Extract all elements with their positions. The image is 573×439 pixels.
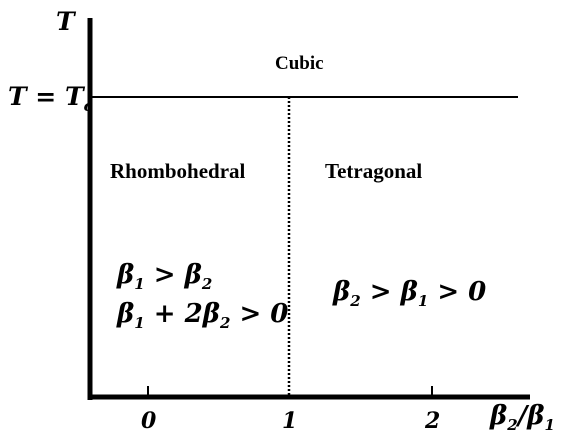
- region-cubic: Cubic: [275, 53, 324, 74]
- tc-label: T = Tc: [8, 82, 93, 115]
- tc-label-lhs: T = T: [8, 82, 86, 111]
- tetra-condition: β2 > β1 > 0: [332, 277, 486, 310]
- region-rhombohedral: Rhombohedral: [110, 159, 246, 183]
- y-axis-label: T: [56, 7, 77, 36]
- x-tick-label-2: 2: [424, 408, 440, 434]
- tc-label-sub: c: [84, 97, 93, 115]
- x-axis-label: β2/β1: [489, 401, 555, 434]
- region-tetragonal: Tetragonal: [325, 159, 422, 183]
- x-tick-label-1: 1: [282, 408, 297, 434]
- x-tick-label-0: 0: [141, 408, 157, 434]
- rhombo-condition-1: β1 > β2: [116, 260, 212, 293]
- rhombo-condition-2: β1 + 2β2 > 0: [116, 299, 288, 332]
